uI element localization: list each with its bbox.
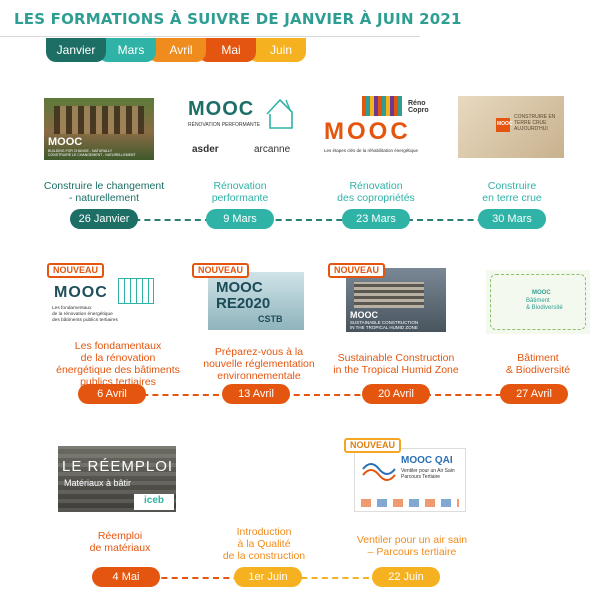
date-6-avril[interactable]: 6 Avril (78, 384, 146, 404)
date-26-janvier[interactable]: 26 Janvier (70, 209, 138, 229)
timeline-dashes-row2 (112, 394, 532, 396)
month-juin[interactable]: Juin (248, 38, 306, 62)
timeline-dashes-row1 (104, 219, 524, 221)
date-1er-juin[interactable]: 1er Juin (234, 567, 302, 587)
thumb-mooc-text: MOOC (188, 98, 255, 120)
badge-nouveau: NOUVEAU (328, 263, 386, 278)
thumb-reemploi[interactable]: LE RÉEMPLOI Matériaux à bâtir iceb (58, 446, 176, 512)
month-janvier[interactable]: Janvier (46, 38, 106, 62)
course-title-renovation-performante[interactable]: Rénovation performante (211, 180, 269, 204)
thumb-subtitle: Les fondamentaux de la rénovation énergé… (52, 306, 118, 323)
date-22-juin[interactable]: 22 Juin (372, 567, 440, 587)
date-23-mars[interactable]: 23 Mars (342, 209, 410, 229)
thumb-mooc-text: MOOC (497, 121, 513, 127)
course-title-tropical-humid[interactable]: Sustainable Construction in the Tropical… (333, 352, 459, 376)
thumb-renovation-coproprietes[interactable]: Réno Copro MOOC Les étapes clés de la ré… (322, 96, 434, 158)
title-divider (0, 36, 420, 37)
course-title-ventiler[interactable]: Ventiler pour un air sain – Parcours ter… (356, 534, 468, 558)
course-title-renovation-coproprietes[interactable]: Rénovation des copropriétés (337, 180, 415, 204)
thumb-subtitle: Ventiler pour un Air Sain Parcours Terti… (401, 468, 455, 480)
logo-arcanne: arcanne (254, 144, 291, 155)
logo-cstb: CSTB (258, 314, 283, 324)
course-title-fondamentaux[interactable]: Les fondamentaux de la rénovation énergé… (56, 340, 180, 388)
thumb-re2020[interactable]: MOOC RE2020 CSTB (208, 272, 304, 330)
thumb-title-text: LE RÉEMPLOI (62, 458, 174, 475)
month-avril[interactable]: Avril (148, 38, 206, 62)
badge-nouveau: NOUVEAU (47, 263, 105, 278)
thumb-subtitle: BUILDING FOR CHANGE - NATURALLY CONSTRUI… (48, 149, 136, 157)
course-title-re2020[interactable]: Préparez-vous à la nouvelle réglementati… (203, 346, 315, 382)
logo-reno-copro: Réno Copro (408, 100, 429, 114)
month-mars[interactable]: Mars (98, 38, 156, 62)
course-title-construire-changement[interactable]: Construire le changement - naturellement (43, 180, 165, 204)
thumb-tropical-humid[interactable]: MOOC SUSTAINABLE CONSTRUCTION IN THE TRO… (346, 268, 446, 332)
date-30-mars[interactable]: 30 Mars (478, 209, 546, 229)
date-4-mai[interactable]: 4 Mai (92, 567, 160, 587)
course-title-terre-crue[interactable]: Construire en terre crue (482, 180, 542, 204)
thumb-mooc-text: MOOC (350, 310, 378, 320)
thumb-fondamentaux-renovation[interactable]: MOOC Les fondamentaux de la rénovation é… (48, 272, 162, 334)
thumb-subtitle: Les étapes clés de la réhabilitation éne… (324, 148, 419, 153)
month-tabs: Janvier Mars Avril Mai Juin (46, 38, 306, 62)
thumb-batiment-biodiversite[interactable]: MOOC Bâtiment & Biodiversité (486, 270, 590, 334)
date-13-avril[interactable]: 13 Avril (222, 384, 290, 404)
wave-icon (362, 463, 396, 481)
thumb-terre-crue[interactable]: MOOC CONSTRUIRE EN TERRE CRUE AUJOURD'HU… (458, 96, 564, 158)
thumb-mooc-text: MOOC (324, 118, 411, 145)
logo-iceb: iceb (144, 495, 165, 506)
thumb-subtitle: CONSTRUIRE EN TERRE CRUE AUJOURD'HUI (514, 114, 556, 132)
thumb-mooc-text: MOOC (532, 290, 551, 296)
timeline-dashes-row3 (120, 577, 250, 579)
course-title-qualite-construction[interactable]: Introduction à la Qualité de la construc… (222, 526, 306, 562)
logo-asder: asder (192, 144, 219, 155)
date-27-avril[interactable]: 27 Avril (500, 384, 568, 404)
date-20-avril[interactable]: 20 Avril (362, 384, 430, 404)
page-title: LES FORMATIONS À SUIVRE DE JANVIER À JUI… (14, 10, 462, 28)
thumb-subtitle: SUSTAINABLE CONSTRUCTION IN THE TROPICAL… (350, 320, 419, 330)
thumb-renovation-performante[interactable]: MOOC RÉNOVATION PERFORMANTE asder arcann… (186, 96, 298, 162)
month-mai[interactable]: Mai (198, 38, 256, 62)
house-icon (266, 98, 293, 129)
badge-nouveau: NOUVEAU (344, 438, 402, 453)
thumb-mooc-text: MOOC QAI (401, 455, 453, 466)
date-9-mars[interactable]: 9 Mars (206, 209, 274, 229)
thumb-subtitle: Matériaux à bâtir (64, 478, 132, 488)
badge-nouveau: NOUVEAU (192, 263, 250, 278)
course-title-biodiversite[interactable]: Bâtiment & Biodiversité (505, 352, 571, 376)
thumb-construire-changement[interactable]: MOOC BUILDING FOR CHANGE - NATURALLY CON… (44, 98, 154, 160)
thumb-mooc-text: MOOC (48, 136, 83, 148)
timeline-dashes-row3b (250, 577, 410, 579)
thumb-mooc-text: MOOC (54, 284, 108, 301)
thumb-subtitle: RÉNOVATION PERFORMANTE (188, 122, 261, 128)
thumb-subtitle: Bâtiment & Biodiversité (526, 298, 563, 311)
thumb-ventiler-air-sain[interactable]: MOOC QAI Ventiler pour un Air Sain Parco… (354, 448, 466, 512)
thumb-mooc-text: MOOC RE2020 (216, 279, 271, 312)
course-title-reemploi[interactable]: Réemploi de matériaux (89, 530, 151, 554)
